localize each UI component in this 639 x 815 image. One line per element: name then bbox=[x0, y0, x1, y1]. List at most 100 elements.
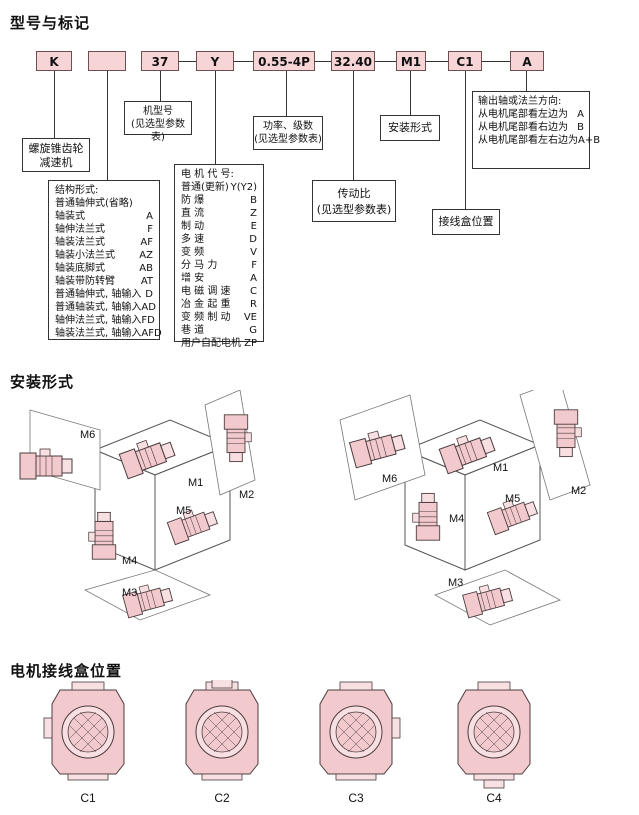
shaft-row-code: A+B bbox=[578, 135, 601, 146]
structure-row-label: 轴装法兰式, 轴输入 bbox=[55, 328, 142, 339]
motor-row-label: 增 安 bbox=[181, 273, 205, 284]
motor-row: 变 频 制 动 VE bbox=[181, 311, 257, 324]
mount-label-left-m1: M1 bbox=[188, 477, 203, 489]
structure-row-label: 普通轴伸式(省略) bbox=[55, 198, 133, 209]
connector bbox=[315, 61, 331, 62]
structure-row-code: AFD bbox=[141, 328, 162, 339]
box-label-c2: C2 bbox=[214, 791, 230, 805]
shaft-row-label: 从电机尾部看左右边为 bbox=[478, 135, 578, 146]
label-ratio: 传动比 (见选型参数表) bbox=[312, 180, 396, 222]
motor-row-code: Z bbox=[250, 208, 257, 219]
label-line: 螺旋锥齿轮 bbox=[28, 142, 84, 155]
mount-label-right-m4: M4 bbox=[449, 513, 464, 525]
mounting-cube-right bbox=[339, 390, 591, 626]
motor-row-label: 直 流 bbox=[181, 208, 205, 219]
motor-row-code: VE bbox=[243, 312, 257, 323]
label-line: (见选型参数表) bbox=[316, 203, 392, 216]
mount-label-left-m6: M6 bbox=[80, 429, 95, 441]
structure-row: 轴装底脚式 AB bbox=[55, 262, 153, 275]
structure-row-code: D bbox=[145, 289, 153, 300]
code-box-series: K bbox=[36, 51, 72, 71]
box-label-c3: C3 bbox=[348, 791, 364, 805]
motor-row-label: 多 速 bbox=[181, 234, 205, 245]
structure-row-code: AB bbox=[139, 263, 153, 274]
mount-label-right-m5: M5 bbox=[505, 493, 520, 505]
code-box-structure bbox=[88, 51, 126, 71]
leader-line bbox=[107, 71, 108, 180]
connector bbox=[482, 61, 510, 62]
leader-line bbox=[526, 71, 527, 91]
shaft-row-code: B bbox=[577, 122, 584, 133]
structure-row-label: 轴装底脚式 bbox=[55, 263, 105, 274]
structure-row-label: 普通轴伸式, 轴输入 bbox=[55, 289, 142, 300]
leader-line bbox=[215, 71, 216, 164]
code-box-frame: 37 bbox=[141, 51, 179, 71]
motor-row-label: 用户自配电机 bbox=[181, 338, 241, 349]
mounting-diagram: M6 M1 M2 M5 M4 M3 M6 M1 M2 M5 M4 M3 bbox=[19, 390, 591, 626]
structure-row-label: 轴装带防转臂 bbox=[55, 276, 115, 287]
motor-row: 普通(更新)Y(Y2) bbox=[181, 181, 257, 194]
leader-line bbox=[410, 71, 411, 115]
motor-row-code: ZP bbox=[244, 338, 257, 349]
structure-row-label: 轴伸法兰式, 轴输入 bbox=[55, 315, 142, 326]
motor-row-label: 巷 道 bbox=[181, 325, 205, 336]
terminal-box-c2 bbox=[185, 680, 259, 781]
leader-line bbox=[54, 71, 55, 138]
motor-row-code: Y(Y2) bbox=[230, 182, 257, 193]
structure-row: 普通轴伸式(省略) bbox=[55, 197, 153, 210]
label-mounting: 安装形式 bbox=[380, 115, 440, 141]
label-line: (见选型参数表) bbox=[254, 134, 322, 145]
shaft-row-label: 从电机尾部看右边为 bbox=[478, 122, 568, 133]
section-title-model: 型号与标记 bbox=[10, 14, 91, 32]
shaft-row-label: 从电机尾部看左边为 bbox=[478, 109, 568, 120]
motor-row-code: D bbox=[249, 234, 257, 245]
structure-row-label: 轴装小法兰式 bbox=[55, 250, 115, 261]
motor-row-code: R bbox=[250, 299, 257, 310]
code-box-motor: Y bbox=[196, 51, 234, 71]
connector bbox=[234, 61, 253, 62]
label-line: (见选型参数表) bbox=[131, 119, 185, 143]
motor-row-label: 变 频 bbox=[181, 247, 205, 258]
mount-label-left-m2: M2 bbox=[239, 489, 254, 501]
leader-line bbox=[160, 71, 161, 101]
leader-line bbox=[286, 71, 287, 116]
structure-row-code: F bbox=[147, 224, 153, 235]
section-title-mounting: 安装形式 bbox=[10, 373, 75, 391]
code-box-mounting: M1 bbox=[396, 51, 426, 71]
code-box-box: C1 bbox=[448, 51, 482, 71]
structure-row-code: FD bbox=[141, 315, 155, 326]
code-box-power: 0.55-4P bbox=[253, 51, 315, 71]
motor-title: 电 机 代 号: bbox=[181, 169, 234, 180]
motor-row-code: A bbox=[250, 273, 257, 284]
terminal-box-diagram: C1 C2 C3 C4 bbox=[43, 680, 531, 805]
shaft-title: 输出轴或法兰方向: bbox=[478, 96, 562, 107]
label-line: 机型号 bbox=[143, 106, 173, 117]
terminal-box-c1 bbox=[43, 681, 125, 781]
motor-row-code: F bbox=[251, 260, 257, 271]
terminal-box-c4 bbox=[457, 681, 531, 789]
leader-line bbox=[353, 71, 354, 180]
label-frame: 机型号 (见选型参数表) bbox=[124, 101, 192, 143]
motor-row-code: G bbox=[249, 325, 257, 336]
mount-label-right-m6: M6 bbox=[382, 473, 397, 485]
motor-row-label: 变 频 制 动 bbox=[181, 312, 231, 323]
label-reducer: 螺旋锥齿轮 减速机 bbox=[22, 138, 90, 172]
